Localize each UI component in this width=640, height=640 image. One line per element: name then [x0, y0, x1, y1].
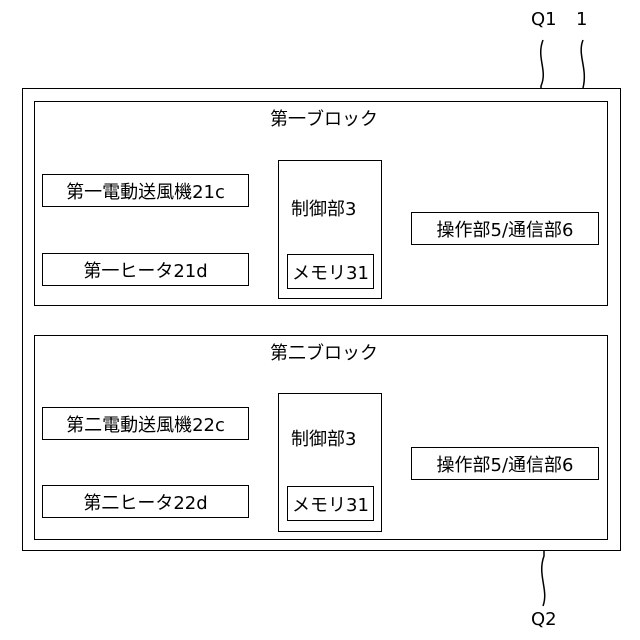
controller-1-label: 制御部3 — [291, 201, 356, 219]
memory-2-label: メモリ31 — [292, 491, 369, 517]
memory-1-box: メモリ31 — [287, 254, 374, 289]
fan-1-box: 第一電動送風機21c — [42, 174, 249, 207]
label-1: 1 — [576, 11, 587, 29]
fan-1-label: 第一電動送風機21c — [66, 178, 225, 204]
fan-2-box: 第二電動送風機22c — [42, 407, 249, 440]
block-1-title: 第一ブロック — [270, 111, 378, 129]
memory-2-box: メモリ31 — [287, 486, 374, 521]
heater-2-box: 第二ヒータ22d — [42, 485, 249, 518]
label-q1: Q1 — [531, 11, 557, 29]
fan-2-label: 第二電動送風機22c — [66, 411, 225, 437]
comm-1-box: 操作部5/通信部6 — [411, 212, 599, 245]
block-2-title: 第二ブロック — [270, 345, 378, 363]
label-q2: Q2 — [531, 611, 557, 629]
leader-line-1 — [581, 40, 584, 88]
comm-2-label: 操作部5/通信部6 — [437, 451, 574, 477]
controller-2-label: 制御部3 — [291, 431, 356, 449]
heater-1-box: 第一ヒータ21d — [42, 253, 249, 286]
comm-1-label: 操作部5/通信部6 — [437, 216, 574, 242]
heater-1-label: 第一ヒータ21d — [83, 257, 207, 283]
heater-2-label: 第二ヒータ22d — [83, 489, 207, 515]
memory-1-label: メモリ31 — [292, 259, 369, 285]
comm-2-box: 操作部5/通信部6 — [411, 447, 599, 480]
